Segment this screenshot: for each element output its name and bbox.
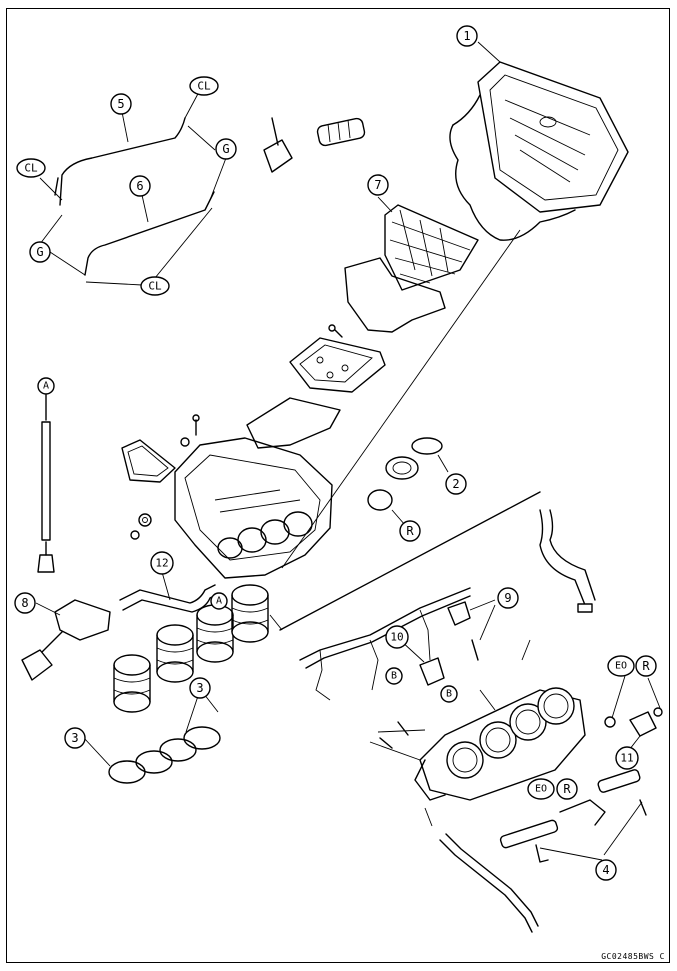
return-hose: [539, 509, 596, 613]
fuel-delivery-pipe: [499, 769, 647, 863]
svg-text:CL: CL: [24, 162, 38, 175]
callout-8: 8: [14, 592, 36, 614]
assembly-guide-line: [281, 229, 521, 569]
svg-text:B: B: [446, 689, 452, 700]
callout-r-oring: R: [399, 520, 421, 542]
callout-cl-top: CL: [189, 76, 219, 96]
svg-text:8: 8: [21, 596, 28, 610]
air-cleaner-lower-housing: [174, 437, 333, 579]
svg-text:12: 12: [155, 557, 168, 570]
throttle-body-assembly: [414, 639, 586, 801]
callout-b-right: B: [440, 685, 458, 703]
callout-2: 2: [445, 473, 467, 495]
svg-text:CL: CL: [148, 280, 162, 293]
svg-text:R: R: [642, 659, 650, 673]
svg-text:4: 4: [602, 863, 609, 877]
svg-text:A: A: [216, 596, 222, 607]
idle-control-valve: [21, 599, 111, 681]
svg-text:A: A: [43, 381, 49, 392]
svg-text:5: 5: [117, 97, 124, 111]
vacuum-hose-12: [119, 571, 219, 613]
intake-duct: [121, 439, 176, 483]
svg-text:EO: EO: [535, 784, 547, 795]
svg-text:G: G: [222, 142, 229, 156]
callout-1: 1: [456, 25, 478, 47]
figure-code: GC02485BWS C: [601, 952, 665, 961]
mounting-plate: [289, 337, 386, 393]
diagram-border: [6, 8, 670, 963]
hose-clamp-leaders: [39, 89, 227, 286]
callout-g-left: G: [29, 241, 51, 263]
throttle-hardware: [369, 721, 426, 761]
breather-hose-6: [84, 191, 215, 276]
callout-6: 6: [129, 175, 151, 197]
svg-text:9: 9: [504, 591, 511, 605]
callout-3a: 3: [64, 727, 86, 749]
o-ring: [367, 489, 406, 526]
svg-text:6: 6: [136, 179, 143, 193]
lower-gasket: [246, 397, 341, 449]
svg-text:EO: EO: [615, 661, 627, 672]
throttle-sensor: [399, 639, 445, 686]
callout-r-lower: R: [556, 778, 578, 800]
intake-boots: [113, 584, 269, 713]
throttle-cable: [424, 807, 539, 933]
filter-gasket: [344, 257, 446, 333]
svg-text:3: 3: [71, 731, 78, 745]
throttle-cable-rod: [37, 394, 55, 573]
svg-text:G: G: [36, 245, 43, 259]
callout-cl-left: CL: [16, 158, 46, 178]
svg-text:B: B: [391, 671, 397, 682]
callout-g-right: G: [215, 138, 237, 160]
callout-eo-right: EO: [607, 655, 635, 677]
svg-text:10: 10: [390, 631, 403, 644]
callout-eo-lower: EO: [527, 778, 555, 800]
callout-4: 4: [595, 859, 617, 881]
breather-hose-5: [54, 111, 186, 206]
air-filter-element: [377, 196, 479, 291]
callout-10: 10: [385, 625, 409, 649]
air-cleaner-upper-housing: [449, 41, 629, 241]
callout-a-cable: A: [37, 377, 55, 395]
housing-bolts: [130, 324, 343, 540]
svg-text:11: 11: [620, 752, 633, 765]
throttle-grip: [263, 117, 366, 173]
svg-text:1: 1: [463, 29, 470, 43]
svg-text:R: R: [406, 524, 414, 538]
boot-clamps: [83, 689, 221, 784]
callout-11: 11: [615, 746, 639, 770]
pressure-sensor: [604, 675, 663, 755]
svg-text:7: 7: [374, 178, 381, 192]
callout-5: 5: [110, 93, 132, 115]
callout-7: 7: [367, 174, 389, 196]
callout-12: 12: [150, 551, 174, 575]
callout-cl-bottom: CL: [140, 276, 170, 296]
sensor-ring: [385, 437, 449, 480]
vacuum-line-network: [269, 491, 541, 701]
idle-screw-assembly: [447, 599, 496, 661]
svg-text:CL: CL: [197, 80, 211, 93]
callout-b-left: B: [385, 667, 403, 685]
svg-text:2: 2: [452, 477, 459, 491]
callout-9: 9: [497, 587, 519, 609]
callout-3b: 3: [189, 677, 211, 699]
callout-r-right: R: [635, 655, 657, 677]
svg-text:R: R: [563, 782, 571, 796]
callout-a-housing: A: [210, 592, 228, 610]
svg-text:3: 3: [196, 681, 203, 695]
